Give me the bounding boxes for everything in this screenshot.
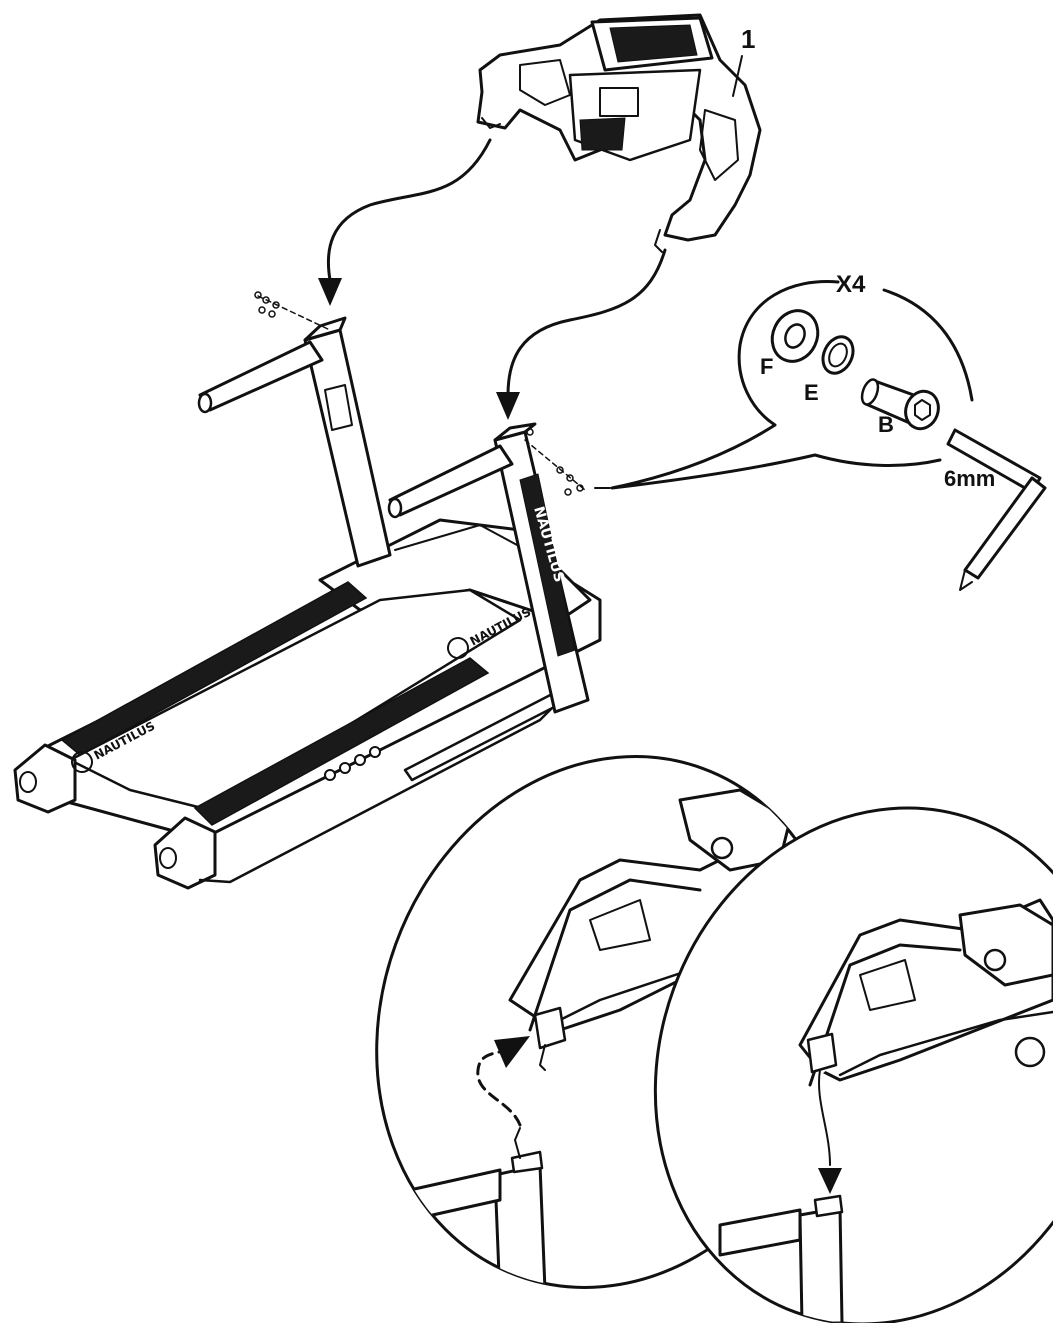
quantity-label: X4 xyxy=(836,271,866,298)
arrow-head-right xyxy=(496,392,520,420)
part-label-b: B xyxy=(878,412,894,437)
cable-feed-arrow xyxy=(494,1036,530,1068)
tool-size-label: 6mm xyxy=(944,466,995,491)
left-upright-hardware xyxy=(254,291,331,331)
left-upright xyxy=(197,316,392,568)
right-upright-hardware xyxy=(524,428,586,496)
flat-washer-f xyxy=(770,309,820,363)
part-label-f: F xyxy=(760,354,773,379)
arrow-head-left xyxy=(318,278,342,306)
socket-bolt-b xyxy=(860,378,940,431)
right-upright xyxy=(387,422,590,714)
hex-key-tool xyxy=(946,428,1047,591)
cable-down-arrow xyxy=(818,1168,842,1194)
placement-arrows xyxy=(318,138,667,420)
console-assembly xyxy=(476,13,762,253)
hardware-callout-bubble xyxy=(610,280,974,490)
console-leader-line xyxy=(732,55,743,97)
lock-washer-e xyxy=(821,335,855,375)
detail-view-cable-connected xyxy=(653,806,1053,1323)
part-label-e: E xyxy=(804,380,819,405)
treadmill-base xyxy=(13,518,602,890)
console-part-number: 1 xyxy=(741,24,755,54)
